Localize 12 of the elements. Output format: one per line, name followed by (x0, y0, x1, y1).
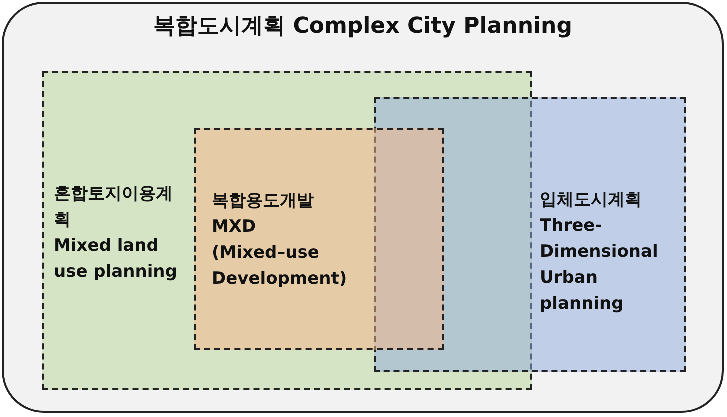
outer-region (2, 2, 724, 413)
overlap-region (42, 71, 532, 390)
region-label: 복합용도개발 (212, 190, 315, 213)
region-label: 혼합토지이용계획 (54, 183, 174, 232)
region-title: 복합도시계획 Complex City Planning (152, 14, 574, 40)
overlap-region (374, 97, 686, 372)
region-label: MXD (212, 216, 258, 239)
region-label: Mixed land use planning (54, 235, 178, 284)
region-label: Three-Dimensional Urban planning (540, 215, 660, 316)
region-label: (Mixed–use Development) (212, 242, 348, 291)
region-label: 입체도시계획 (540, 189, 643, 212)
overlap-region (194, 128, 444, 350)
